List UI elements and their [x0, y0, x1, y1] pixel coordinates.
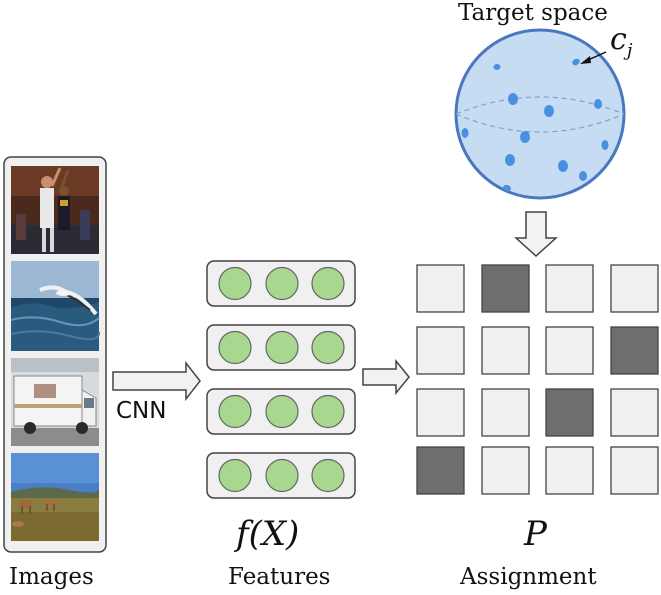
assignment-cell	[416, 388, 465, 437]
images-label: Images	[9, 564, 94, 590]
feature-circle	[311, 266, 345, 301]
centroid-dot	[493, 64, 501, 70]
feature-circle	[311, 330, 345, 365]
centroid-dot	[601, 140, 609, 150]
centroid-math-base: c	[610, 22, 627, 57]
feature-circle	[218, 394, 252, 429]
centroid-dot	[505, 154, 515, 166]
centroid-dot	[544, 105, 554, 117]
assignment-cell	[416, 326, 465, 375]
centroid-dot	[558, 160, 568, 172]
feature-circle	[218, 458, 252, 493]
assignment-cell-active	[610, 326, 659, 375]
assignment-cell	[610, 388, 659, 437]
thumbnail-basketball	[11, 166, 99, 254]
centroid-dot	[579, 171, 587, 181]
assignment-cell	[481, 446, 530, 495]
features-math-label: f(X)	[236, 514, 300, 554]
centroid-dot	[508, 93, 518, 105]
feature-circle	[218, 330, 252, 365]
centroid-dot	[572, 58, 580, 66]
centroid-math-sub: j	[626, 40, 633, 61]
assignment-matrix	[416, 264, 659, 495]
features-label: Features	[228, 564, 331, 590]
assignment-cell	[545, 264, 594, 313]
thumbnail-antelope	[11, 453, 100, 541]
centroid-dot	[461, 128, 469, 138]
centroid-dot	[520, 131, 530, 143]
assignment-cell	[545, 446, 594, 495]
assignment-cell-active	[545, 388, 594, 437]
feature-circle	[265, 458, 299, 493]
target-space-label: Target space	[458, 0, 608, 26]
assignment-cell	[545, 326, 594, 375]
feature-circle	[311, 458, 345, 493]
feature-circle	[218, 266, 252, 301]
thumbnail-albatross	[10, 261, 100, 351]
feature-circle	[311, 394, 345, 429]
feature-circle	[265, 266, 299, 301]
assignment-cell	[610, 446, 659, 495]
assignment-math-label: P	[524, 514, 547, 554]
centroid-pointer-arrow	[580, 51, 607, 64]
feature-circle	[265, 394, 299, 429]
assignment-cell	[416, 264, 465, 313]
arrow-images-to-features	[112, 360, 201, 402]
assignment-cell	[610, 264, 659, 313]
centroid-dot	[594, 99, 602, 109]
arrow-target-to-assignment	[514, 211, 558, 258]
assignment-cell	[481, 388, 530, 437]
target-sphere	[454, 28, 626, 200]
arrow-features-to-assignment	[362, 358, 410, 396]
cnn-label: CNN	[116, 398, 167, 424]
centroid-dot	[503, 184, 511, 192]
centroid-points	[461, 58, 609, 192]
assignment-cell-active	[481, 264, 530, 313]
assignment-cell-active	[416, 446, 465, 495]
thumbnail-camper-van	[11, 358, 99, 446]
feature-circle	[265, 330, 299, 365]
assignment-cell	[481, 326, 530, 375]
features-group	[206, 260, 356, 499]
centroid-math-label: cj	[610, 22, 632, 61]
assignment-label: Assignment	[460, 564, 597, 590]
